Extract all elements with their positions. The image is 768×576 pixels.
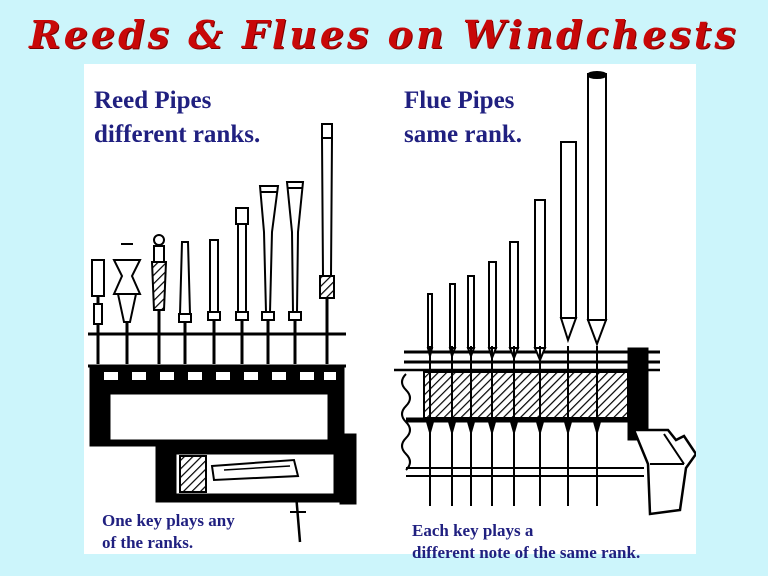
reed-heading-line-1: Reed Pipes (94, 87, 212, 114)
flue-heading-line-2: same rank. (404, 121, 523, 148)
flue-pipe-6 (533, 199, 547, 363)
reed-pipe-8 (285, 181, 305, 364)
reed-pipes (91, 123, 335, 364)
flue-caption-line-2: different note of the same rank. (412, 543, 641, 562)
flue-pipe-8 (586, 71, 608, 347)
flue-pipe-4 (487, 261, 498, 362)
windchest-diagram (88, 71, 696, 543)
reed-pipe-9 (319, 123, 335, 364)
flue-windchest (394, 347, 696, 516)
reed-pipe-7 (258, 185, 280, 364)
reed-windchest (88, 332, 357, 543)
reed-caption: One key plays any of the ranks. (102, 510, 235, 554)
flue-trackers (426, 346, 601, 506)
flue-pipe-7 (559, 141, 578, 344)
reed-pipe-3 (150, 234, 168, 364)
slide-title: Reeds & Flues on Windchests (29, 12, 739, 57)
flue-caption: Each key plays a different note of the s… (412, 520, 640, 564)
reed-pipe-6 (235, 207, 249, 364)
flue-heading-line-1: Flue Pipes (404, 87, 515, 114)
reed-caption-line-2: of the ranks. (102, 533, 194, 552)
reed-heading: Reed Pipes different ranks. (94, 84, 260, 152)
flue-pipe-5 (508, 241, 520, 361)
reed-pipe-5 (207, 239, 221, 364)
flue-pipe-2 (448, 283, 457, 360)
flue-heading: Flue Pipes same rank. (404, 84, 522, 152)
reed-pipe-4 (178, 241, 192, 364)
reed-pipe-2 (112, 243, 142, 364)
reed-caption-line-1: One key plays any (102, 511, 235, 530)
reed-heading-line-2: different ranks. (94, 121, 261, 148)
flue-caption-line-1: Each key plays a (412, 521, 534, 540)
flue-pipe-3 (466, 275, 476, 359)
reed-pipe-1 (91, 259, 105, 364)
